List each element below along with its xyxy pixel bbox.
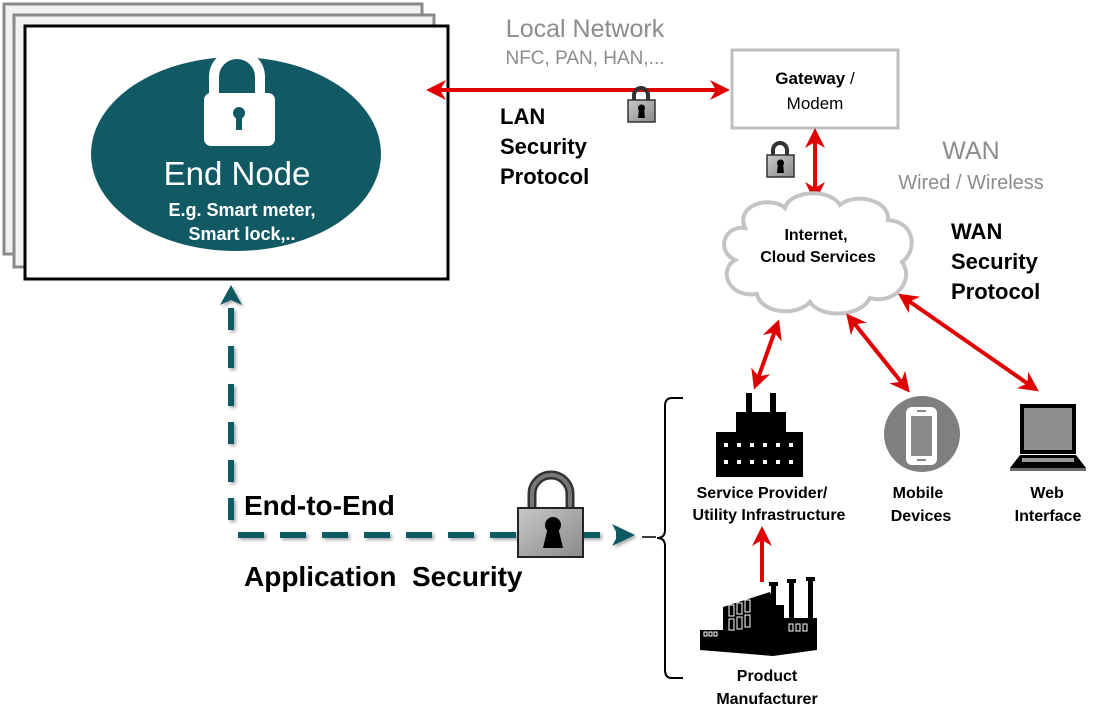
- gateway-box[interactable]: Gateway / Modem: [730, 48, 900, 130]
- mobile-label-1: Mobile: [893, 485, 944, 502]
- cloud-label-2: Cloud Services: [760, 249, 876, 266]
- cloud-service-arrow: [751, 319, 782, 390]
- wan-protocol-line1: WAN: [951, 219, 1002, 244]
- manufacturer-label-2: Manufacturer: [716, 691, 817, 708]
- manufacturer-label-1: Product: [737, 668, 798, 685]
- lan-protocol-line1: LAN: [500, 104, 545, 129]
- factory-icon[interactable]: [700, 577, 817, 656]
- local-network-title: Local Network: [506, 15, 665, 43]
- lan-lock-icon: [627, 86, 656, 123]
- cloud-mobile-arrow: [846, 313, 910, 393]
- laptop-icon[interactable]: [1010, 404, 1086, 471]
- e2e-right-arrowhead: [612, 524, 635, 546]
- local-network-subtitle: NFC, PAN, HAN,...: [505, 48, 664, 69]
- service-provider-label-1: Service Provider/: [697, 485, 828, 502]
- wan-lock-icon: [766, 141, 795, 178]
- wan-protocol-line2: Security: [951, 249, 1039, 274]
- group-bracket: [656, 397, 683, 679]
- end-node-stack: End Node E.g. Smart meter, Smart lock,..: [2, 2, 450, 281]
- web-label-1: Web: [1030, 485, 1064, 502]
- end-node-title: End Node: [164, 155, 311, 192]
- lan-protocol-line2: Security: [500, 134, 588, 159]
- mobile-label-2: Devices: [891, 508, 952, 525]
- end-node-ellipse: [91, 57, 381, 251]
- end-node-subtitle-2: Smart lock,..: [188, 224, 295, 244]
- e2e-label-2: Application Security: [244, 561, 523, 592]
- cloud-web-arrow: [898, 293, 1039, 392]
- modem-label: Modem: [787, 94, 844, 113]
- lan-protocol-line3: Protocol: [500, 164, 589, 189]
- e2e-up-arrowhead: [220, 285, 242, 305]
- web-label-2: Interface: [1015, 508, 1082, 525]
- e2e-lock-icon: [517, 470, 584, 558]
- e2e-label-1: End-to-End: [244, 490, 395, 521]
- service-provider-building-icon[interactable]: [716, 393, 803, 477]
- mobile-device-icon[interactable]: [884, 396, 960, 472]
- cloud-label-1: Internet,: [784, 227, 847, 244]
- cloud-icon[interactable]: Internet, Cloud Services: [722, 191, 914, 316]
- lock-icon: [204, 49, 275, 146]
- gateway-label: Gateway /: [775, 69, 855, 88]
- service-provider-label-2: Utility Infrastructure: [693, 507, 846, 524]
- wan-protocol-line3: Protocol: [951, 279, 1040, 304]
- wan-subtitle: Wired / Wireless: [898, 172, 1044, 194]
- end-node-subtitle-1: E.g. Smart meter,: [168, 200, 315, 220]
- wan-title: WAN: [942, 137, 999, 165]
